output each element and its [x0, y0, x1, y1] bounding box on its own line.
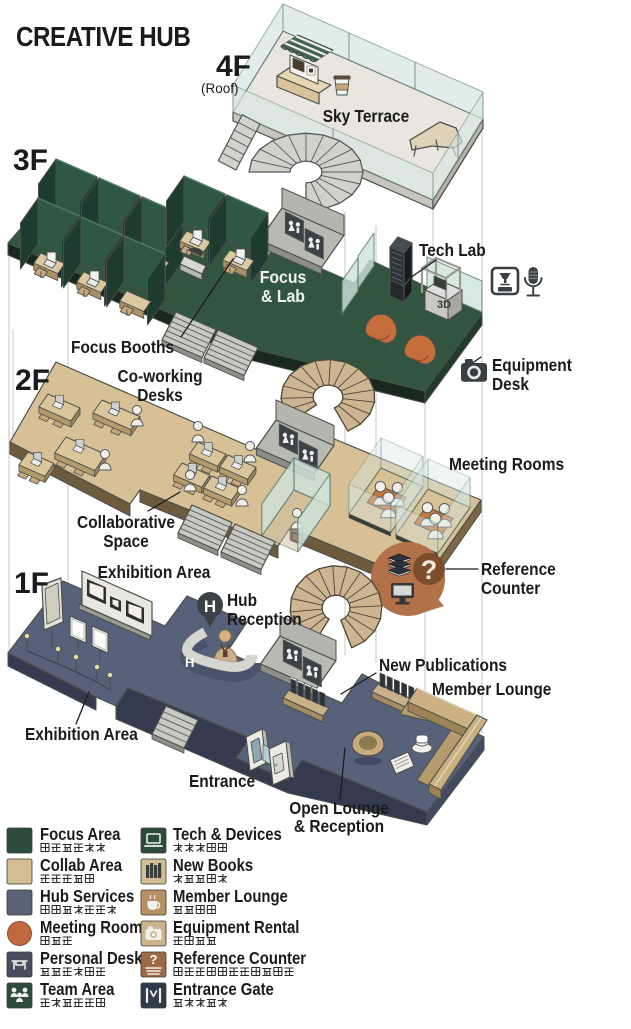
svg-text:?: ?	[421, 555, 438, 585]
svg-text:Focus Area: Focus Area	[40, 825, 121, 844]
svg-text:2F: 2F	[15, 364, 50, 397]
svg-text:Exhibition Area: Exhibition Area	[25, 724, 138, 744]
svg-text:Hub: Hub	[227, 590, 257, 610]
svg-text:1F: 1F	[14, 567, 49, 600]
svg-text:4F: 4F	[216, 50, 251, 83]
svg-text:?: ?	[150, 952, 158, 967]
svg-text:3F: 3F	[13, 144, 48, 177]
svg-text:Tech Lab: Tech Lab	[419, 240, 486, 260]
svg-text:Desk: Desk	[492, 374, 530, 394]
svg-text:Entrance: Entrance	[189, 771, 255, 791]
svg-text:Desks: Desks	[137, 385, 183, 405]
svg-text:& Reception: & Reception	[294, 816, 384, 836]
svg-text:Personal Desk: Personal Desk	[40, 949, 143, 968]
svg-text:New Publications: New Publications	[379, 655, 507, 675]
svg-text:Collaborative: Collaborative	[77, 512, 175, 532]
svg-text:Sky Terrace: Sky Terrace	[323, 106, 410, 126]
svg-text:3D: 3D	[437, 299, 451, 311]
svg-text:Tech & Devices: Tech & Devices	[173, 825, 282, 844]
svg-text:Hub Services: Hub Services	[40, 887, 134, 906]
svg-text:Equipment: Equipment	[492, 355, 572, 375]
svg-text:Member Lounge: Member Lounge	[173, 887, 288, 906]
svg-text:New Books: New Books	[173, 856, 253, 875]
svg-text:Focus Booths: Focus Booths	[71, 337, 174, 357]
svg-text:(Roof): (Roof)	[201, 81, 239, 96]
svg-text:Focus: Focus	[260, 267, 307, 287]
svg-text:Meeting Room: Meeting Room	[40, 918, 142, 937]
svg-text:Exhibition Area: Exhibition Area	[98, 562, 211, 582]
svg-text:Open Lounge: Open Lounge	[289, 798, 389, 818]
svg-text:Meeting Rooms: Meeting Rooms	[449, 454, 564, 474]
svg-text:& Lab: & Lab	[261, 286, 305, 306]
svg-text:Collab Area: Collab Area	[40, 856, 123, 875]
svg-text:CREATIVE HUB: CREATIVE HUB	[16, 23, 190, 53]
svg-text:Team Area: Team Area	[40, 980, 115, 999]
svg-text:Reception: Reception	[227, 609, 302, 629]
svg-text:H: H	[185, 655, 194, 670]
svg-text:Counter: Counter	[481, 578, 541, 598]
svg-text:Reference: Reference	[481, 559, 556, 579]
svg-text:H: H	[204, 597, 216, 616]
svg-text:Entrance Gate: Entrance Gate	[173, 980, 274, 999]
svg-text:Equipment Rental: Equipment Rental	[173, 918, 299, 937]
svg-text:Reference Counter: Reference Counter	[173, 949, 307, 968]
svg-text:Co-working: Co-working	[117, 366, 202, 386]
svg-text:Space: Space	[103, 531, 149, 551]
svg-text:Member Lounge: Member Lounge	[432, 679, 551, 699]
